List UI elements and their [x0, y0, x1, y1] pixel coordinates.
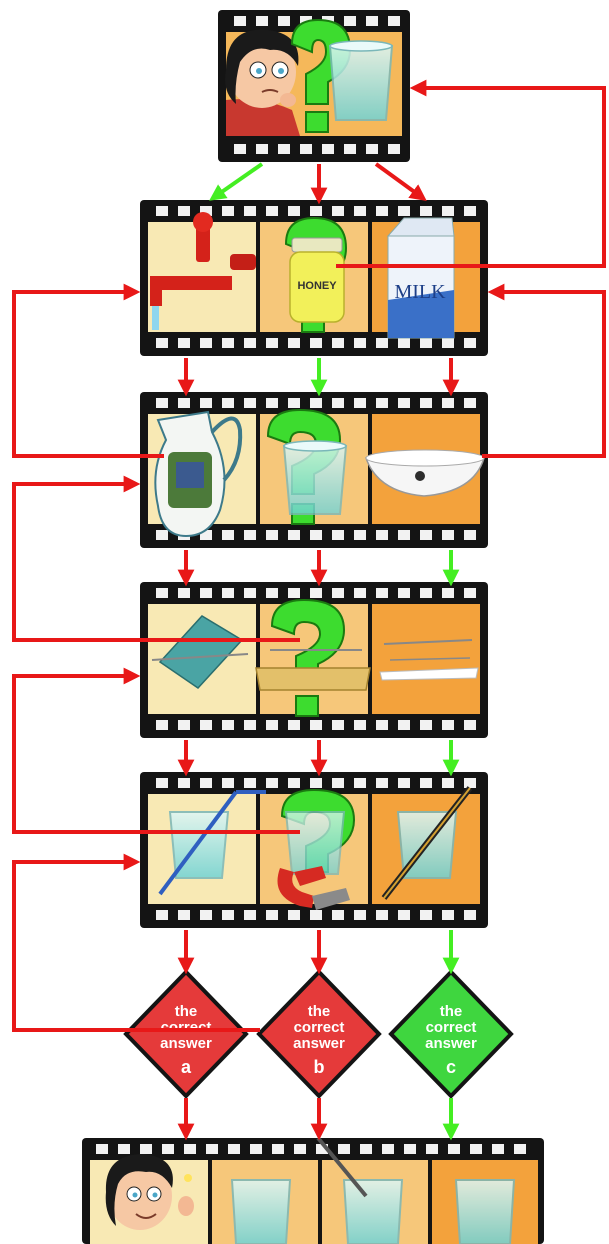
- answer-b-letter: b: [314, 1057, 325, 1077]
- answer-c-line2: correct: [426, 1019, 477, 1036]
- film-frame-result: [82, 1138, 544, 1244]
- arrow-q-to-milk: [376, 164, 420, 196]
- honey-jar-icon: HONEY: [290, 238, 344, 322]
- film-holes-bottom: [156, 338, 476, 348]
- answer-c-letter: c: [446, 1057, 456, 1077]
- film-holes-top: [156, 398, 476, 408]
- glass-icon: [232, 1180, 290, 1244]
- film-frame-question: [218, 10, 410, 162]
- answer-b-line1: the: [308, 1003, 331, 1020]
- glass-icon: [330, 41, 392, 120]
- answer-a-letter: a: [181, 1057, 192, 1077]
- film-holes-top: [156, 588, 476, 598]
- film-frame-tools: [140, 772, 488, 928]
- answer-a-line2: correct: [161, 1019, 212, 1036]
- answer-a-line1: the: [175, 1003, 198, 1020]
- glass-icon: [456, 1180, 514, 1244]
- answer-a-line3: answer: [160, 1035, 212, 1052]
- loop-bowl-to-frame2: [482, 292, 604, 456]
- film-holes-bottom: [156, 910, 476, 920]
- answer-c-line1: the: [440, 1003, 463, 1020]
- arrow-q-to-tap: [216, 164, 262, 196]
- honey-label: HONEY: [297, 280, 337, 292]
- film-frame-containers: [140, 392, 488, 548]
- glass-icon: [284, 441, 346, 514]
- glass-icon: [286, 812, 344, 874]
- answer-c-line3: answer: [425, 1035, 477, 1052]
- answer-b-line3: answer: [293, 1035, 345, 1052]
- answer-diamond-b[interactable]: the correct answer b: [259, 972, 379, 1096]
- milk-label: MILK: [394, 281, 446, 303]
- film-holes-top: [156, 778, 476, 788]
- film-holes-bottom: [156, 720, 476, 730]
- answer-b-line2: correct: [294, 1019, 345, 1036]
- thinking-girl-icon: [225, 30, 300, 136]
- answer-diamond-a[interactable]: the correct answer a: [126, 972, 246, 1096]
- film-frame-supports: [140, 582, 488, 738]
- answer-diamond-c[interactable]: the correct answer c: [391, 972, 511, 1096]
- film-frame-liquids: HONEY MILK: [140, 200, 488, 356]
- milk-carton-icon: MILK: [388, 218, 454, 338]
